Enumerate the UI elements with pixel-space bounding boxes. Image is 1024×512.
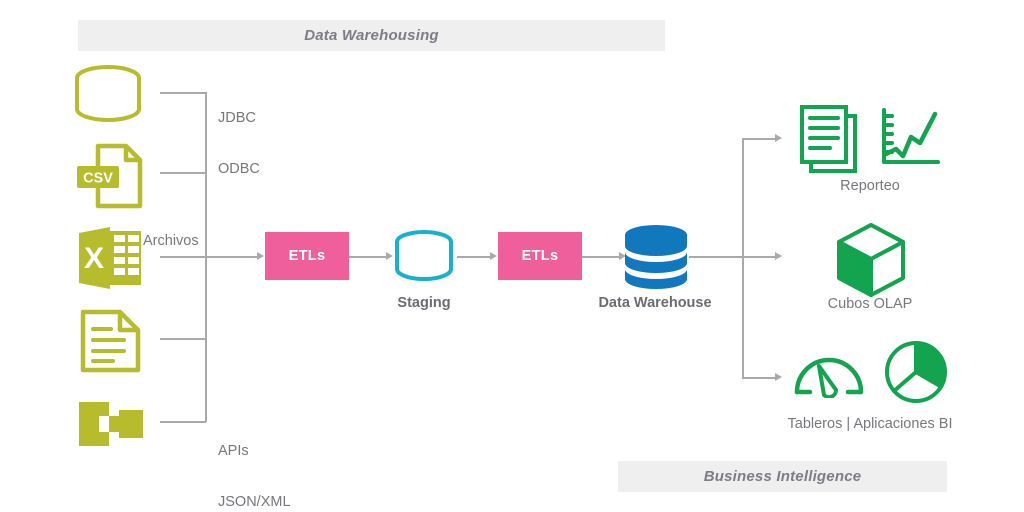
connector-label-apis: APIs JSON/XML — [218, 409, 291, 512]
staging-cylinder-icon — [393, 228, 455, 284]
etl-box-1[interactable]: ETLs — [265, 232, 349, 280]
connector-branch-olap — [742, 256, 778, 258]
connector-archivos-arrowhead — [257, 251, 264, 260]
connector-archivos-arrow-line — [160, 256, 260, 258]
banner-data-warehousing: Data Warehousing — [78, 20, 665, 51]
staging-label: Staging — [397, 295, 451, 311]
arrowhead-staging-to-etl2 — [490, 251, 497, 260]
connector-stub-api — [160, 421, 206, 423]
connector-stub-document — [160, 338, 206, 340]
arrowhead-branch-olap — [775, 251, 782, 260]
connector-label-jdbc-line2: ODBC — [218, 161, 260, 177]
connector-label-jdbc-line1: JDBC — [218, 110, 256, 126]
connector-etl2-to-warehouse — [582, 256, 622, 258]
bi-label-reporteo: Reporteo — [840, 178, 900, 194]
arrowhead-branch-tableros — [775, 372, 782, 381]
arrowhead-branch-reporteo — [775, 133, 782, 142]
data-warehouse-cylinder-icon — [623, 224, 689, 290]
banner-business-intelligence: Business Intelligence — [618, 461, 947, 492]
connector-label-apis-line1: APIs — [218, 443, 249, 459]
connector-staging-to-etl2 — [457, 256, 493, 258]
connector-stub-database — [160, 92, 206, 94]
arrowhead-etl1-to-staging — [386, 251, 393, 260]
connector-label-jdbc: JDBC ODBC — [218, 76, 260, 212]
bi-label-olap: Cubos OLAP — [827, 296, 913, 312]
csv-file-icon: CSV — [76, 143, 144, 209]
connector-label-archivos: Archivos — [143, 233, 199, 249]
data-warehouse-label: Data Warehouse — [598, 295, 712, 311]
cube-icon — [835, 222, 907, 298]
api-plugin-icon — [76, 398, 146, 450]
connector-label-apis-line2: JSON/XML — [218, 494, 291, 510]
stacked-documents-icon — [798, 104, 862, 174]
bi-label-tableros: Tableros | Aplicaciones BI — [787, 416, 953, 432]
connector-warehouse-out — [689, 256, 743, 258]
line-chart-icon — [880, 106, 942, 170]
svg-text:X: X — [84, 242, 104, 275]
etl-box-2[interactable]: ETLs — [498, 232, 582, 280]
database-cylinder-icon — [72, 62, 144, 126]
text-document-icon — [80, 309, 142, 373]
connector-etl1-to-staging — [349, 256, 389, 258]
connector-branch-reporteo — [742, 138, 778, 140]
svg-text:CSV: CSV — [83, 171, 113, 187]
connector-branch-tableros — [742, 377, 778, 379]
arrowhead-etl2-to-warehouse — [619, 251, 626, 260]
pie-chart-icon — [883, 339, 949, 405]
connector-bus-right — [742, 138, 744, 378]
excel-spreadsheet-icon: X — [76, 226, 144, 290]
connector-stub-csv — [160, 172, 206, 174]
gauge-icon — [793, 348, 865, 398]
